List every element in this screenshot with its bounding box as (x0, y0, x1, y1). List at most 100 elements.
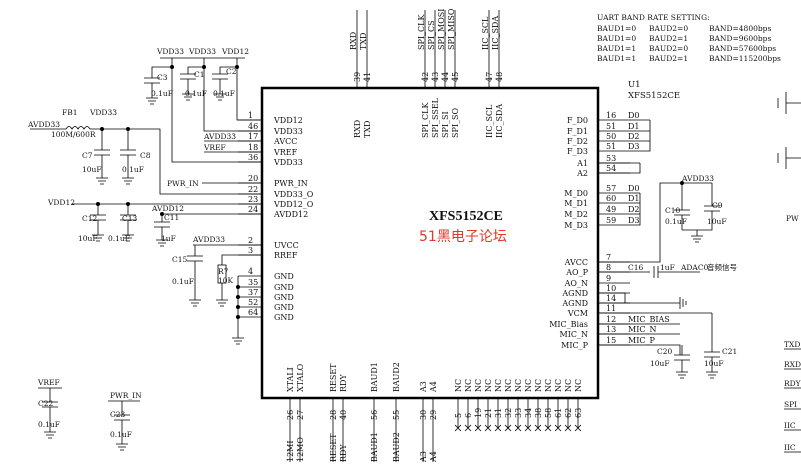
top-pin-num: 47 (485, 72, 494, 82)
top-pin-num: 45 (451, 72, 460, 82)
nc-pin-label: NC (464, 379, 473, 392)
left-pin-num: 17 (248, 132, 258, 141)
cap-c10-symbol (674, 183, 690, 230)
right-pin-net: D0 (628, 111, 640, 120)
right-pin-num: 8 (606, 263, 611, 272)
cap-c13-value: 0.1uF (108, 234, 130, 243)
left-pin-name: VDD12 (273, 116, 303, 125)
cap-c1-value: 0.1uF (185, 89, 207, 98)
res-r7-symbol (217, 264, 227, 284)
fb1-value: 100M/600R (51, 130, 96, 139)
nc-pin-label: NC (514, 379, 523, 392)
right-pin-num: 54 (606, 164, 616, 173)
cap-c23-ref: C23 (110, 410, 126, 419)
right-pin-name: M_D3 (564, 221, 588, 230)
net-adac0: ADAC0 (680, 263, 709, 272)
edge-label-spi: SPI (784, 400, 797, 409)
left-pin-num: 23 (248, 195, 258, 204)
top-pin-num: 39 (353, 72, 362, 82)
fd-bus (630, 119, 651, 152)
right-pin-name: M_D0 (564, 189, 588, 198)
chip-body (260, 86, 600, 400)
left-pin-num: 64 (248, 308, 258, 317)
left-pin-num: 35 (248, 278, 258, 287)
cap-c10-value: 0.1uF (665, 217, 687, 226)
cap-c21-symbol (704, 313, 720, 379)
cap-c2-symbol (212, 66, 237, 101)
top-pin-net: SPI_CS (427, 20, 436, 50)
cap-c3-symbol (144, 66, 172, 105)
bottom-pin-num: 27 (296, 410, 305, 420)
baud-rate-table: UART BAND RATE SETTING: BAUD1=0 BAUD2=0 … (597, 13, 781, 63)
bottom-pin-net: RDY (339, 444, 348, 462)
chip-designator: U1 (628, 80, 641, 90)
watermark: 51黑电子论坛 (419, 229, 507, 245)
nc-pin-num: 58 (544, 408, 553, 418)
nc-x-mark (484, 424, 492, 432)
right-pin-num: 59 (606, 216, 616, 225)
cap-c13-ref: C13 (122, 214, 138, 223)
cap-c8-value: 0.1uF (122, 165, 144, 174)
bottom-pin-name: RDY (339, 374, 348, 392)
nc-pin-num: 34 (524, 408, 533, 418)
edge-label-iic-2: IIC (784, 443, 796, 452)
top-pin-net: SPI_MOSI (437, 9, 446, 50)
right-pin-name: AGND (561, 299, 588, 308)
wire-avcc-right (598, 182, 712, 263)
left-pin-num: 4 (248, 267, 253, 276)
left-pin-name: VREF (273, 148, 298, 157)
bottom-left-caps: VREF C22 0.1uF PWR_IN C23 0.1uF (37, 378, 142, 451)
rail-label-avdd33-b: AVDD33 (203, 132, 236, 141)
right-pin-num: 10 (606, 284, 616, 293)
cap-c11-value: 1uF (161, 234, 176, 243)
left-pin-num: 24 (248, 205, 258, 214)
baud-row-3-b: BAUD2=1 (649, 54, 688, 63)
cap-c7-ref: C7 (82, 151, 93, 160)
baud-row-0-c: BAND=4800bps (709, 24, 771, 33)
cap-c8-symbol (120, 129, 136, 185)
rail-label-vdd12-b: VDD12 (47, 198, 75, 207)
right-pin-num: 11 (606, 304, 616, 313)
rail-label-pwr-in-a: PWR_IN (167, 179, 199, 188)
cap-c9-value: 10uF (707, 217, 727, 226)
junction (236, 295, 240, 299)
wire-vdd12-1 (236, 58, 262, 121)
wire-vdd33-46 (203, 58, 262, 132)
right-pin-num: 51 (606, 142, 616, 151)
agnd-symbol (679, 297, 687, 309)
right-pin-name: F_D2 (567, 137, 588, 146)
edge-label-pw: PW (786, 214, 799, 223)
left-pin-num: 1 (248, 111, 253, 120)
edge-label-txd: TXD (784, 340, 800, 349)
left-pin-num: 46 (248, 122, 258, 131)
left-pin-num: 37 (248, 288, 258, 297)
cap-c22-value: 0.1uF (38, 420, 60, 429)
bottom-pin-num: 56 (370, 410, 379, 420)
baud-row-0-a: BAUD1=0 (597, 24, 636, 33)
cap-c16-value: 1uF (660, 263, 675, 272)
bottom-pin-net: 12MO (296, 437, 305, 462)
right-pin-name: AO_N (564, 279, 588, 288)
cap-c3-ref: C3 (157, 73, 168, 82)
cap-c20-symbol (674, 345, 690, 379)
top-pin-net: IIC_SDA (491, 16, 500, 50)
nc-pin-label: NC (454, 379, 463, 392)
cap-c16-symbol (598, 266, 700, 278)
bottom-pin-net: A3 (419, 451, 428, 463)
rail-label-vref-b: VREF (37, 378, 60, 387)
nc-pin-num: 38 (534, 408, 543, 418)
left-pin-name: PWR_IN (274, 179, 308, 188)
cap-c12-value: 10uF (78, 234, 98, 243)
right-pin-name: A2 (576, 169, 588, 178)
junction (236, 285, 240, 289)
cap-c1-symbol (180, 66, 204, 101)
right-pin-net: D2 (628, 205, 640, 214)
bottom-pin-name: BAUD1 (370, 362, 379, 392)
left-power-network: VDD33 VDD33 VDD12 C3 0.1uF C1 0.1uF C2 0… (27, 47, 262, 345)
cap-c16-ref: C16 (628, 263, 644, 272)
net-audio-signal: 音频信号 (707, 262, 737, 272)
right-pin-num: 9 (606, 274, 611, 283)
baud-row-0-b: BAUD2=0 (649, 24, 688, 33)
cap-c7-value: 10uF (82, 165, 102, 174)
bottom-pin-num: 26 (286, 410, 295, 420)
